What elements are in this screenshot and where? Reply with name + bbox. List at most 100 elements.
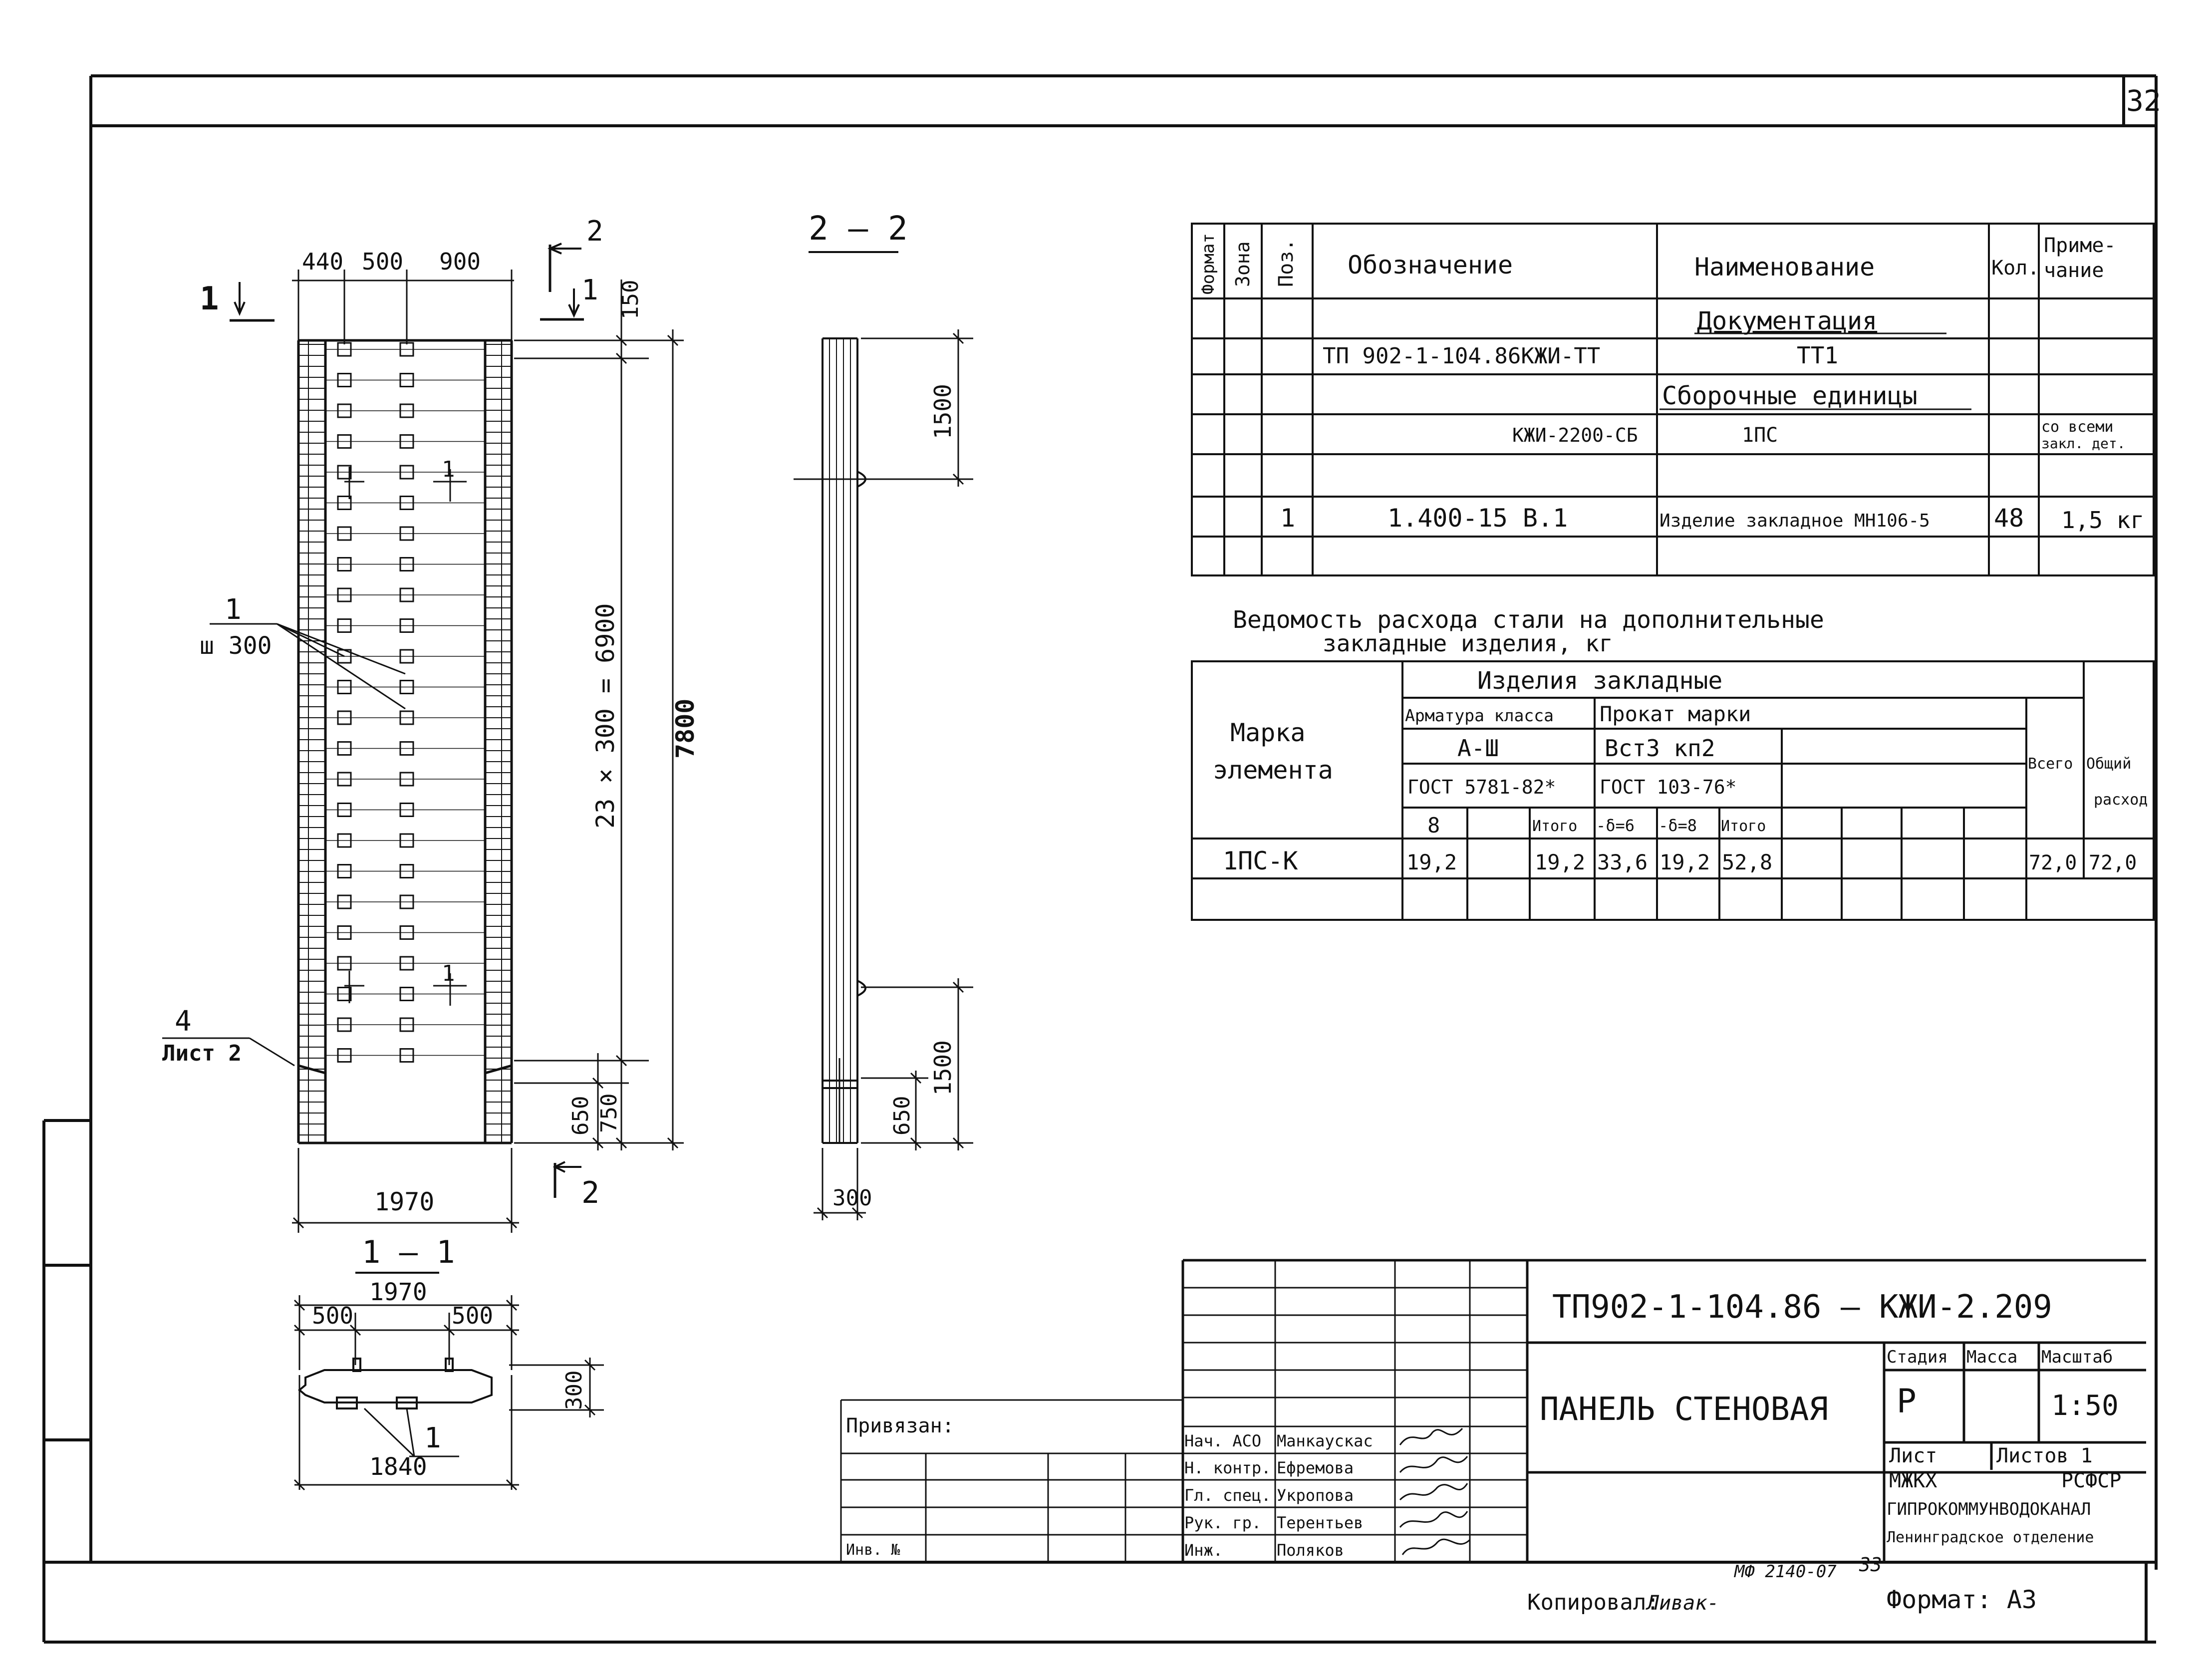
spec-row-name: ТТ1 — [1797, 342, 1838, 369]
steel-header-embedded: Изделия закладные — [1477, 667, 1722, 695]
embedded-plate — [399, 1048, 414, 1063]
section-2-2: 2 — 2 — [794, 209, 973, 1220]
section-1-1-dimensions — [293, 1295, 604, 1491]
dim-750: 750 — [596, 1094, 622, 1133]
spec-row-designation: 1.400-15 В.1 — [1387, 504, 1568, 533]
steel-header-vst: Вст3 кп2 — [1605, 735, 1715, 762]
embedded-plate — [337, 557, 352, 571]
person-name: Манкаускас — [1277, 1431, 1373, 1450]
embedded-plate — [399, 864, 414, 878]
inventory-label: Инв. № — [846, 1541, 900, 1559]
embedded-plate — [337, 741, 352, 756]
steel-row-mark: 1ПС-К — [1223, 846, 1298, 875]
person-name: Поляков — [1277, 1541, 1344, 1560]
spec-header-note-2: чание — [2044, 259, 2104, 282]
steel-header-mark-2: элемента — [1213, 756, 1333, 785]
embedded-plate — [337, 803, 352, 817]
section-2-2-title: 2 — 2 — [809, 209, 908, 248]
embedded-plate — [399, 803, 414, 817]
format-label: Формат: А3 — [1887, 1585, 2037, 1614]
steel-header-total-2: Итого — [1721, 818, 1766, 835]
dim-1970: 1970 — [369, 1278, 427, 1306]
embedded-plate — [399, 526, 414, 541]
embedded-plate — [399, 833, 414, 848]
dim-500: 500 — [362, 248, 403, 275]
embedded-plate — [337, 618, 352, 633]
section-marks — [344, 467, 467, 1006]
callout-1-label: 1 — [225, 593, 242, 626]
embedded-plate — [337, 956, 352, 971]
embedded-plate — [337, 1048, 352, 1063]
dim-150: 150 — [618, 280, 643, 319]
callout-1-note: ш 300 — [200, 632, 272, 660]
dim-1970: 1970 — [374, 1187, 434, 1216]
embedded-plate — [399, 710, 414, 725]
dim-500-right: 500 — [452, 1302, 493, 1329]
cut-2-bottom-marker — [552, 1161, 581, 1198]
embedded-plate — [399, 557, 414, 571]
spec-row-pos: 1 — [1280, 504, 1295, 533]
embedded-plate — [337, 1017, 352, 1032]
embedded-plate — [399, 680, 414, 694]
embedded-plate — [337, 772, 352, 787]
embedded-plate — [337, 403, 352, 418]
section-1-1-callout-leader — [363, 1407, 459, 1457]
specification-table: Формат Зона Поз. Обозначение Наименовани… — [1191, 223, 2155, 576]
person-name: Терентьев — [1277, 1513, 1363, 1532]
dim-650: 650 — [889, 1096, 915, 1135]
embedded-plate — [399, 772, 414, 787]
sheets-label: Листов 1 — [1996, 1444, 2093, 1467]
document-code: ТП902-1-104.86 — КЖИ-2.209 — [1552, 1289, 2052, 1326]
cut-1-marker — [230, 282, 275, 322]
embedded-plate — [337, 987, 352, 1001]
steel-header-total-consumption: Общий — [2086, 755, 2131, 773]
binding-block — [840, 1399, 1183, 1562]
embedded-plate — [399, 925, 414, 940]
callout-4-note: Лист 2 — [162, 1041, 242, 1066]
org-ministry: МЖКХ — [1889, 1469, 1937, 1492]
dim-500-left: 500 — [312, 1302, 353, 1329]
section-2-2-dimensions — [794, 329, 973, 1220]
section-1-1-body — [297, 1358, 493, 1409]
steel-row-all: 72,0 — [2029, 851, 2077, 874]
drawing-title: ПАНЕЛЬ СТЕНОВАЯ — [1540, 1391, 1828, 1428]
cut-2-top-label: 2 — [586, 215, 603, 248]
steel-row-total-2: 52,8 — [1722, 850, 1772, 874]
section-1-1: 1 — 1 1970 500 500 300 — [293, 1234, 604, 1491]
steel-header-gost-1: ГОСТ 5781-82* — [1407, 776, 1556, 798]
steel-header-rolled: Прокат марки — [1600, 702, 1751, 726]
embedded-plate — [399, 496, 414, 510]
steel-header-total-1: Итого — [1532, 818, 1577, 835]
steel-header-a3: А-Ш — [1457, 735, 1499, 762]
spec-row-note: 1,5 кг — [2061, 507, 2144, 534]
steel-row-d6: 33,6 — [1597, 850, 1648, 874]
panel-outline — [297, 339, 513, 1144]
callout-4-leader — [162, 1037, 295, 1067]
embedded-plate — [399, 373, 414, 387]
person-name: Ефремова — [1277, 1458, 1354, 1477]
section-mark-label: 1 — [442, 961, 455, 986]
spec-row-designation: КЖИ-2200-СБ — [1512, 424, 1638, 446]
signatures — [1399, 1427, 1471, 1555]
steel-header-all: Всего — [2028, 755, 2073, 773]
section-1-1-title: 1 — 1 — [362, 1234, 455, 1270]
embedded-plate — [399, 741, 414, 756]
stage-header: Стадия — [1887, 1347, 1948, 1367]
steel-header-rebar: Арматура класса — [1405, 706, 1554, 725]
role-label: Инж. — [1184, 1541, 1223, 1560]
sheet-label: Лист — [1889, 1444, 1937, 1467]
role-label: Гл. спец. — [1184, 1486, 1271, 1505]
spec-row-note: со всеми — [2041, 418, 2114, 436]
dim-1840: 1840 — [369, 1453, 427, 1481]
org-republic: РСФСР — [2061, 1469, 2121, 1492]
org-department: Ленинградское отделение — [1887, 1529, 2094, 1546]
mass-header: Масса — [1966, 1347, 2017, 1367]
embedded-plate — [399, 618, 414, 633]
cut-2-bottom-label: 2 — [581, 1175, 599, 1210]
scale-header: Масштаб — [2041, 1347, 2113, 1367]
microfilm-number: 33 — [1859, 1554, 1882, 1576]
section-2-2-body — [822, 337, 866, 1144]
steel-header-d6: -δ=6 — [1596, 816, 1635, 835]
embedded-plate — [337, 833, 352, 848]
title-block: Привязан: Инв. № Нач. АСО Н. контр. Гл. … — [840, 1259, 2146, 1615]
